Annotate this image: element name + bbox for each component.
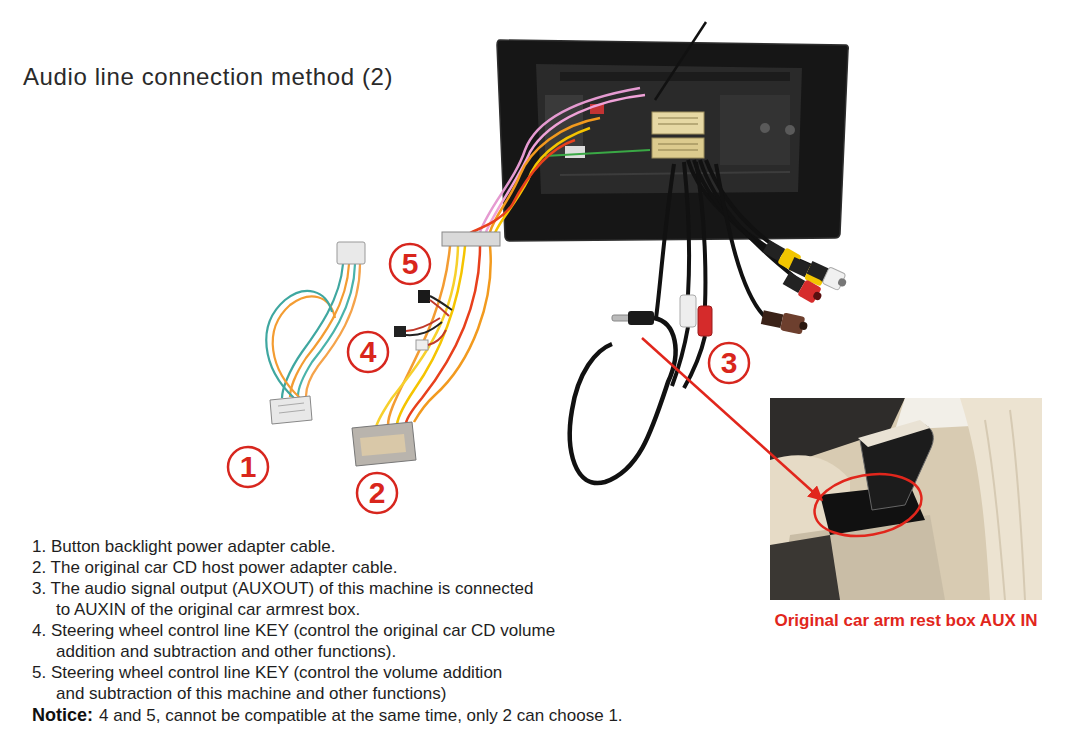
- legend-note: 1. Button backlight power adapter cable.: [32, 536, 592, 557]
- notes-list: 1. Button backlight power adapter cable.…: [32, 536, 623, 726]
- legend-note: 4. Steering wheel control line KEY (cont…: [32, 620, 560, 662]
- rca-pin: [812, 291, 823, 302]
- notice-text: 4 and 5, cannot be compatible at the sam…: [99, 706, 623, 725]
- cable: [716, 164, 764, 316]
- key-wire: [406, 322, 442, 335]
- photo-panel: Original car arm rest box AUX IN: [770, 398, 1042, 600]
- callout-number: 5: [388, 242, 432, 286]
- photo-lid-cushion: [858, 420, 930, 447]
- socket-pins: [658, 118, 698, 150]
- key-plug: [416, 340, 428, 350]
- wire: [470, 140, 575, 233]
- harness-connector: [442, 232, 500, 246]
- green-wire: [545, 150, 650, 156]
- wire: [273, 296, 335, 398]
- head-unit-chassis: [536, 64, 802, 194]
- callout-number: 1: [226, 445, 270, 489]
- rca-pin: [837, 277, 848, 288]
- callout-number: 3: [707, 341, 751, 385]
- rca-socket: [806, 259, 850, 292]
- chassis-slot: [560, 72, 790, 81]
- callout-digit: 1: [226, 445, 270, 489]
- cable: [706, 160, 812, 266]
- pointer-arrow: [642, 338, 822, 500]
- cable: [684, 162, 689, 295]
- aux-jack-body: [628, 311, 654, 325]
- rca-socket: [760, 308, 809, 335]
- notice-heading: Notice:: [32, 705, 93, 725]
- backlight-connector: [270, 396, 312, 424]
- chassis-plate: [720, 95, 790, 165]
- callout-digit: 5: [388, 242, 432, 286]
- jack-socket: [785, 125, 795, 135]
- photo-console-dark: [770, 535, 840, 600]
- aux-jack-tip: [612, 315, 630, 321]
- callout-digit: 2: [355, 471, 399, 515]
- signal-cables: [656, 160, 812, 388]
- rca-plug-white: [680, 295, 696, 327]
- rca-body: [761, 310, 783, 328]
- connector-pins: [278, 403, 305, 413]
- photo-seat-seam: [985, 410, 1025, 600]
- jack-socket: [760, 123, 770, 133]
- callout-digit: 3: [707, 341, 751, 385]
- backlight-connector: [337, 242, 365, 264]
- connector-face: [360, 434, 406, 456]
- key-wire: [430, 300, 449, 316]
- harness-socket: [652, 112, 704, 134]
- photo-ground: [770, 398, 1042, 600]
- aux-cable: [570, 318, 676, 483]
- harness-socket: [652, 138, 704, 158]
- wire: [490, 118, 600, 232]
- armrest-photo: [770, 398, 1042, 600]
- key-plug: [418, 290, 430, 303]
- cable: [656, 164, 674, 318]
- cable: [696, 162, 705, 306]
- photo-caption: Original car arm rest box AUX IN: [750, 610, 1062, 632]
- callout-number: 2: [355, 471, 399, 515]
- chassis-rib: [560, 172, 790, 175]
- callout-digit: 4: [346, 330, 390, 374]
- notice-line: Notice: 4 and 5, cannot be compatible at …: [32, 705, 623, 726]
- cd-power-connector: [352, 422, 416, 466]
- rca-plug-red: [698, 306, 712, 336]
- callout-number: 4: [346, 330, 390, 374]
- legend-note: 3. The audio signal output (AUXOUT) of t…: [32, 578, 542, 620]
- highlight-ring: [810, 466, 927, 544]
- rca-pin: [799, 321, 808, 330]
- diagram-title: Audio line connection method (2): [23, 63, 393, 91]
- legend-note: 5. Steering wheel control line KEY (cont…: [32, 662, 534, 704]
- wire: [480, 88, 640, 232]
- head-unit: [497, 22, 848, 241]
- rca-ring-red: [797, 279, 822, 304]
- key-wire: [406, 318, 440, 331]
- small-socket: [565, 146, 585, 158]
- legend-note: 2. The original car CD host power adapte…: [32, 557, 592, 578]
- photo-seat: [960, 398, 1042, 600]
- wire: [495, 128, 590, 233]
- power-harness: [376, 88, 645, 427]
- key-wire: [428, 330, 446, 345]
- wire: [306, 264, 360, 396]
- wire: [290, 264, 349, 397]
- backlight-harness: [266, 264, 360, 398]
- antenna-wire: [655, 22, 706, 100]
- key-plug: [394, 326, 406, 337]
- wire: [298, 264, 355, 396]
- wire: [486, 95, 645, 232]
- wire: [266, 291, 332, 398]
